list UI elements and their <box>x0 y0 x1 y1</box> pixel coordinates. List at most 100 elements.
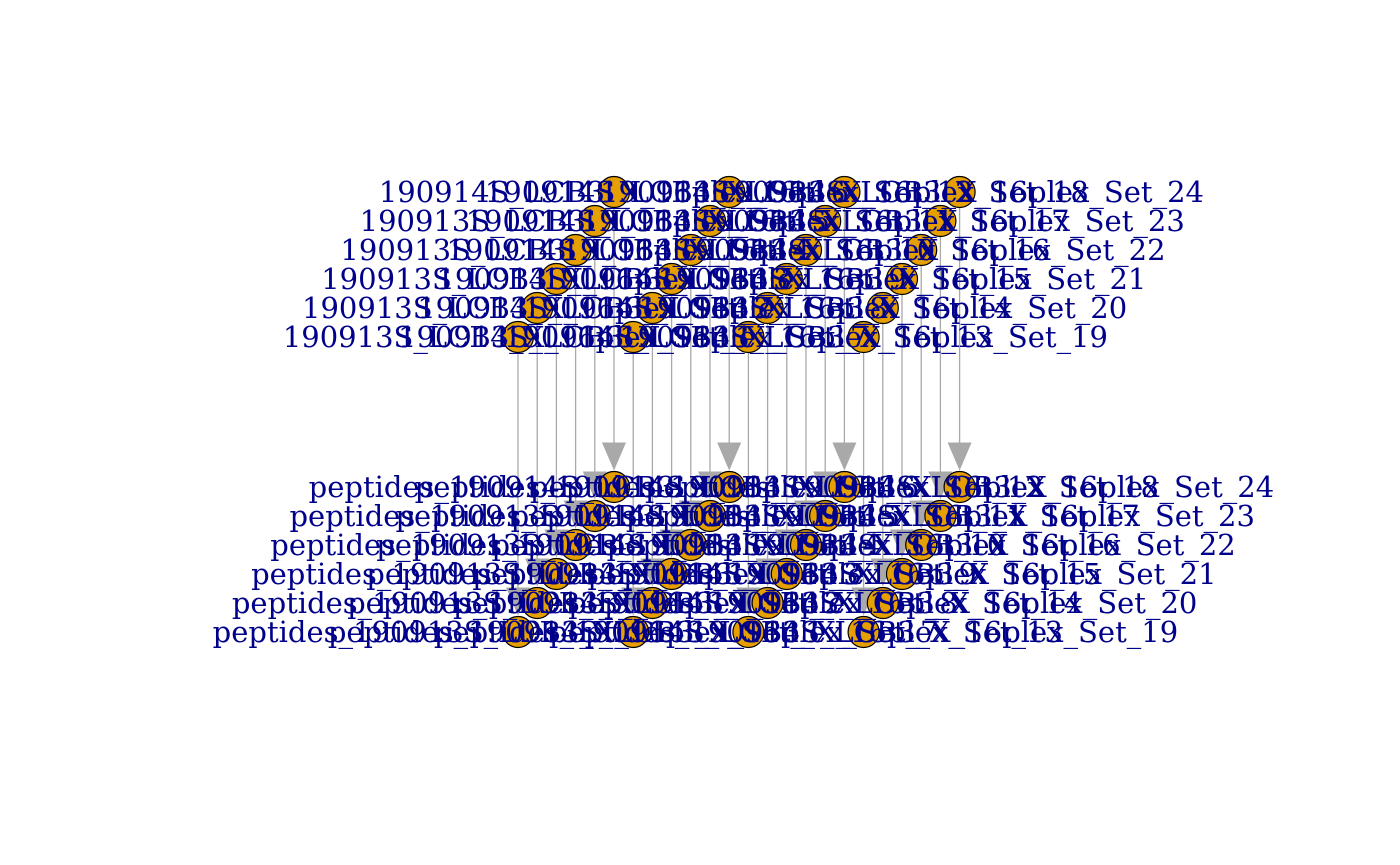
source-node[interactable] <box>809 204 842 238</box>
target-node[interactable] <box>713 470 746 504</box>
target-node[interactable] <box>943 470 976 504</box>
target-node-label: peptides_190914S_LCB3_X_16plex_Set_16 <box>491 528 1120 563</box>
target-node-label: peptides_190914S_LCB3_X_16plex_Set_18 <box>530 470 1159 505</box>
target-node[interactable] <box>636 586 669 620</box>
source-node-label: 190914S_LCB3_X_16plex_Set_11 <box>466 204 955 239</box>
target-node[interactable] <box>924 499 957 533</box>
labels-layer: 190913S_LCB3_X_16plex_Set_1190913S_LCB3_… <box>213 175 1274 650</box>
source-node-label: 190914S_LCB3_X_16plex_Set_15 <box>542 262 1031 297</box>
target-node-label: peptides_190914S_LCB3_X_16plex_Set_22 <box>607 528 1236 563</box>
target-node-label: peptides_190913S_LCB3_X_16plex_Set_2 <box>232 586 843 621</box>
source-node[interactable] <box>828 175 861 209</box>
source-node[interactable] <box>636 291 669 325</box>
target-node[interactable] <box>655 557 688 591</box>
target-node-label: peptides_190914S_LCB3_X_16plex_Set_10 <box>376 528 1005 563</box>
edge-arrowhead <box>947 442 972 471</box>
target-node-label: peptides_190914S_LCB3_X_16plex_Set_20 <box>568 586 1197 621</box>
target-node[interactable] <box>847 615 880 649</box>
target-node[interactable] <box>597 470 631 504</box>
source-node[interactable] <box>578 204 611 238</box>
target-node-label: peptides_190914S_LCB3_X_16plex_Set_17 <box>511 499 1140 534</box>
source-node-label: 190913S_LCB3_X_16plex_Set_1 <box>283 320 753 355</box>
target-node-label: peptides_190914S_LCB3_X_16plex_Set_23 <box>626 499 1255 534</box>
target-node-label: peptides_190914S_LCB3_X_16plex_Set_21 <box>587 557 1216 592</box>
target-node-label: peptides_190914S_LCB3_X_16plex_Set_6 <box>309 470 920 505</box>
source-node[interactable] <box>597 175 631 209</box>
source-node-label: 190914S_LCB3_X_16plex_Set_7 <box>398 320 868 355</box>
source-node-label: 190914S_LCB3_X_16plex_Set_6 <box>379 175 849 210</box>
target-node-label: peptides_190914S_LCB3_X_16plex_Set_13 <box>434 615 1063 650</box>
source-node[interactable] <box>924 204 957 238</box>
source-node[interactable] <box>693 204 727 238</box>
source-node[interactable] <box>905 233 938 267</box>
target-node[interactable] <box>559 528 592 562</box>
nodes-layer <box>501 175 976 649</box>
source-node[interactable] <box>770 262 803 296</box>
target-node[interactable] <box>770 557 803 591</box>
source-node-label: 190914S_LCB3_X_16plex_Set_20 <box>638 291 1127 326</box>
target-node[interactable] <box>674 528 707 562</box>
source-node[interactable] <box>751 291 784 325</box>
target-node[interactable] <box>617 615 650 649</box>
source-node[interactable] <box>617 320 650 354</box>
target-node[interactable] <box>693 499 727 533</box>
source-node-label: 190913S_LCB3_X_16plex_Set_2 <box>302 291 772 326</box>
source-node[interactable] <box>521 291 554 325</box>
source-node-label: 190914S_LCB3_X_16plex_Set_9 <box>436 262 906 297</box>
target-node[interactable] <box>732 615 765 649</box>
target-node-label: peptides_190913S_LCB3_X_16plex_Set_3 <box>251 557 862 592</box>
source-node[interactable] <box>789 233 823 267</box>
target-node-label: peptides_190914S_LCB3_X_16plex_Set_7 <box>328 615 939 650</box>
source-node[interactable] <box>559 233 592 267</box>
edge-arrowhead <box>832 442 857 471</box>
target-node[interactable] <box>809 499 842 533</box>
target-node[interactable] <box>905 528 938 562</box>
target-node-label: peptides_190914S_LCB3_X_16plex_Set_11 <box>395 499 1024 534</box>
source-node[interactable] <box>713 175 746 209</box>
target-node[interactable] <box>866 586 899 620</box>
source-node-label: 190914S_LCB3_X_16plex_Set_22 <box>677 233 1166 268</box>
target-node-label: peptides_190913S_LCB3_X_16plex_Set_4 <box>270 528 881 563</box>
target-node[interactable] <box>501 615 535 649</box>
target-node-label: peptides_190914S_LCB3_X_16plex_Set_19 <box>549 615 1178 650</box>
source-node[interactable] <box>540 262 573 296</box>
source-node-label: 190914S_LCB3_X_16plex_Set_23 <box>696 204 1185 239</box>
target-node-label: peptides_190914S_LCB3_X_16plex_Set_15 <box>472 557 1101 592</box>
source-node-label: 190913S_LCB3_X_16plex_Set_4 <box>340 233 810 268</box>
target-node-label: peptides_190914S_LCB3_X_16plex_Set_9 <box>366 557 977 592</box>
edge-arrowhead <box>602 442 626 471</box>
source-node[interactable] <box>847 320 880 354</box>
target-node-label: peptides_190914S_LCB3_X_16plex_Set_12 <box>415 470 1044 505</box>
source-node[interactable] <box>943 175 976 209</box>
source-node[interactable] <box>866 291 899 325</box>
source-node-label: 190913S_LCB3_X_16plex_Set_3 <box>321 262 791 297</box>
edge-arrowhead <box>717 442 742 471</box>
source-node-label: 190914S_LCB3_X_16plex_Set_18 <box>600 175 1089 210</box>
target-node-label: peptides_190913S_LCB3_X_16plex_Set_5 <box>289 499 900 534</box>
target-node-label: peptides_190913S_LCB3_X_16plex_Set_1 <box>213 615 824 650</box>
source-node-label: 190914S_LCB3_X_16plex_Set_24 <box>715 175 1204 210</box>
target-node[interactable] <box>789 528 823 562</box>
source-node-label: 190914S_LCB3_X_16plex_Set_17 <box>581 204 1070 239</box>
target-node-label: peptides_190914S_LCB3_X_16plex_Set_8 <box>347 586 958 621</box>
source-node-label: 190914S_LCB3_X_16plex_Set_12 <box>485 175 974 210</box>
target-node[interactable] <box>751 586 784 620</box>
source-node[interactable] <box>655 262 688 296</box>
source-node[interactable] <box>732 320 765 354</box>
target-node[interactable] <box>540 557 573 591</box>
source-node-label: 190914S_LCB3_X_16plex_Set_14 <box>523 291 1012 326</box>
target-node[interactable] <box>885 557 919 591</box>
target-node[interactable] <box>578 499 611 533</box>
source-node-label: 190914S_LCB3_X_16plex_Set_21 <box>658 262 1147 297</box>
source-node-label: 190914S_LCB3_X_16plex_Set_16 <box>562 233 1051 268</box>
source-node[interactable] <box>885 262 919 296</box>
source-node[interactable] <box>501 320 535 354</box>
target-node[interactable] <box>828 470 861 504</box>
target-node[interactable] <box>521 586 554 620</box>
source-node-label: 190913S_LCB3_X_16plex_Set_5 <box>360 204 830 239</box>
source-node-label: 190914S_LCB3_X_16plex_Set_8 <box>417 291 887 326</box>
target-node-label: peptides_190914S_LCB3_X_16plex_Set_24 <box>645 470 1274 505</box>
source-node[interactable] <box>674 233 707 267</box>
source-node-label: 190914S_LCB3_X_16plex_Set_13 <box>504 320 993 355</box>
